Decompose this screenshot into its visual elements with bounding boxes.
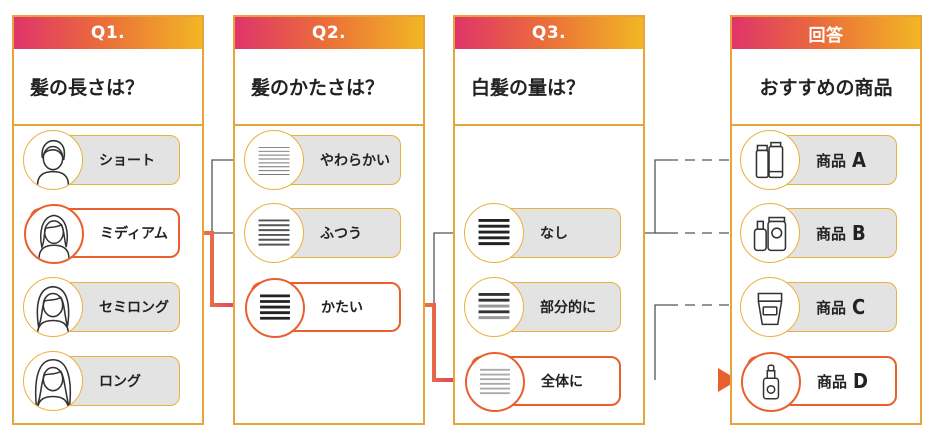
product-c[interactable]: 商品 C xyxy=(740,277,897,337)
option-label: なし xyxy=(540,226,568,242)
option-medium[interactable]: ミディアム xyxy=(24,204,180,264)
product-label: 商品 D xyxy=(817,358,868,404)
option-label: 全体に xyxy=(541,374,583,390)
gray-lines-icon xyxy=(465,352,525,412)
option-label: かたい xyxy=(321,300,363,316)
product-letter: A xyxy=(852,148,866,172)
column-header: Q3. xyxy=(455,17,643,49)
product-name: 商品 xyxy=(816,224,847,243)
option-hard[interactable]: かたい xyxy=(245,278,401,338)
medium-hair-face-icon xyxy=(24,204,84,264)
bottle-and-jar-icon xyxy=(740,203,800,263)
product-a[interactable]: 商品 A xyxy=(740,130,897,190)
answer-title: おすすめの商品 xyxy=(732,49,920,126)
tube-bottles-icon xyxy=(740,130,800,190)
product-label: 商品 A xyxy=(816,136,866,184)
q3-all-to-c-connector xyxy=(654,304,668,380)
product-letter: B xyxy=(852,221,866,245)
product-b[interactable]: 商品 B xyxy=(740,203,897,263)
column-header: 回答 xyxy=(732,17,920,49)
option-semi-long[interactable]: セミロング xyxy=(23,277,180,337)
option-all[interactable]: 全体に xyxy=(465,352,621,412)
option-none[interactable]: なし xyxy=(464,203,621,263)
dark-lines-icon xyxy=(464,203,524,263)
question-title: 白髪の量は？ xyxy=(455,49,643,126)
option-label: やわらかい xyxy=(320,153,390,169)
thick-lines-icon xyxy=(245,278,305,338)
column-header: Q2. xyxy=(235,17,423,49)
product-d[interactable]: 商品 D xyxy=(741,352,897,412)
jar-icon xyxy=(740,277,800,337)
option-label: ショート xyxy=(99,153,155,169)
column-header: Q1. xyxy=(14,17,202,49)
option-soft[interactable]: やわらかい xyxy=(244,130,401,190)
option-label: ミディアム xyxy=(100,226,169,242)
short-hair-face-icon xyxy=(23,130,83,190)
medium-lines-icon xyxy=(244,203,304,263)
product-name: 商品 xyxy=(816,298,847,317)
product-letter: C xyxy=(852,295,866,319)
option-label: ふつう xyxy=(320,226,362,242)
question-title: 髪のかたさは？ xyxy=(235,49,423,126)
option-label: ロング xyxy=(99,374,141,390)
semi-long-hair-face-icon xyxy=(23,277,83,337)
product-label: 商品 B xyxy=(816,209,866,257)
option-short[interactable]: ショート xyxy=(23,130,180,190)
product-name: 商品 xyxy=(816,151,847,170)
dropper-bottle-icon xyxy=(741,352,801,412)
option-long[interactable]: ロング xyxy=(23,351,180,411)
option-label: セミロング xyxy=(99,300,169,316)
option-normal[interactable]: ふつう xyxy=(244,203,401,263)
product-name: 商品 xyxy=(817,372,848,391)
question-title: 髪の長さは？ xyxy=(14,49,202,126)
product-label: 商品 C xyxy=(816,283,865,331)
option-label: 部分的に xyxy=(540,300,596,316)
long-hair-face-icon xyxy=(23,351,83,411)
product-letter: D xyxy=(853,369,868,393)
option-partial[interactable]: 部分的に xyxy=(464,277,621,337)
thin-lines-icon xyxy=(244,130,304,190)
partial-gray-lines-icon xyxy=(464,277,524,337)
